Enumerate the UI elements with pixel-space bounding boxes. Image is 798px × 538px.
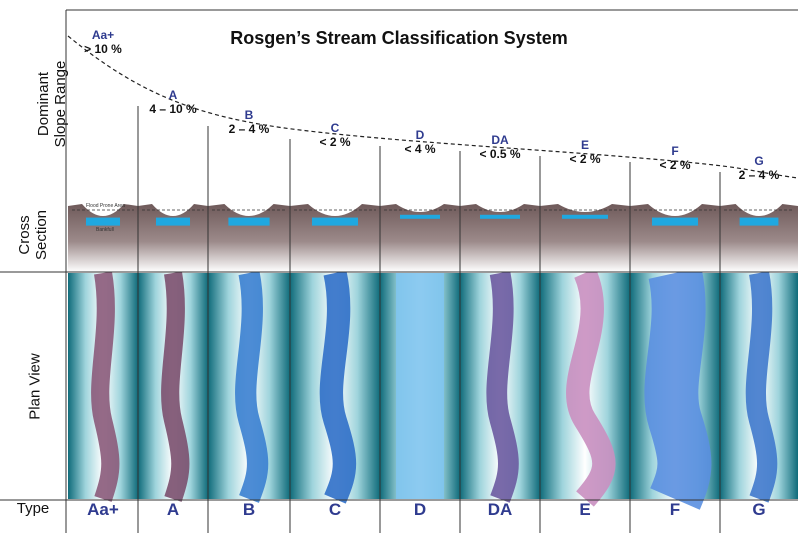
slope-range-value: > 10 % xyxy=(84,42,122,56)
slope-range-value: < 2 % xyxy=(319,135,351,149)
cross-section-water xyxy=(400,214,440,219)
cross-section-ground xyxy=(540,204,630,272)
slope-range-value: < 2 % xyxy=(659,158,691,172)
cross-section-water xyxy=(312,217,358,226)
slope-label: E< 2 % xyxy=(549,138,621,166)
slope-label-line1: Dominant xyxy=(35,71,52,137)
slope-range-value: < 4 % xyxy=(404,142,436,156)
slope-label: F< 2 % xyxy=(639,144,711,172)
cross-section-ground xyxy=(380,204,460,272)
slope-range-value: 2 – 4 % xyxy=(738,168,780,182)
stream-type-da: DA xyxy=(487,500,513,519)
stream-type-f: F xyxy=(669,500,681,519)
stream-type-g: G xyxy=(752,500,766,519)
slope-type-code: A xyxy=(168,88,178,102)
plan-view-channel xyxy=(566,268,616,507)
plan-view-row-label: Plan View xyxy=(26,353,44,420)
cross-section-water xyxy=(228,217,270,226)
plan-view-channel xyxy=(644,267,712,510)
cross-section-ground xyxy=(68,204,138,272)
grid-lines xyxy=(0,9,798,533)
plan-view-channel xyxy=(161,271,190,502)
stream-type-c: C xyxy=(328,500,342,519)
slope-type-code: G xyxy=(754,154,764,168)
cross-section-water xyxy=(652,217,698,226)
stream-type-d: D xyxy=(413,500,427,519)
plan-view-channel xyxy=(486,271,519,503)
slope-range-value: 4 – 10 % xyxy=(149,102,197,116)
cross-label-line1: Cross xyxy=(16,215,33,255)
cross-section-water xyxy=(562,214,608,219)
cross-section-ground xyxy=(630,204,720,272)
stream-type-aaplus: Aa+ xyxy=(87,500,119,519)
plan-view-channel xyxy=(91,271,120,502)
slope-label: D< 4 % xyxy=(384,128,456,156)
cross-section-ground xyxy=(138,204,208,272)
cross-section-water xyxy=(480,214,520,219)
bankfull-note: Bankfull xyxy=(96,227,114,233)
stream-type-b: B xyxy=(242,500,256,519)
slope-type-code: DA xyxy=(491,133,509,147)
cross-section-ground xyxy=(290,204,380,272)
cross-section-row-label: Cross Section xyxy=(16,200,50,270)
slope-type-code: C xyxy=(330,121,340,135)
diagram-title: Rosgen’s Stream Classification System xyxy=(230,28,568,48)
slope-label-line2: Slope Range xyxy=(52,60,69,148)
slope-range-value: 2 – 4 % xyxy=(228,122,270,136)
slope-label: Aa+> 10 % xyxy=(67,28,139,56)
slope-type-code: E xyxy=(580,138,589,152)
slope-range-value: < 2 % xyxy=(569,152,601,166)
plan-view-channel xyxy=(235,270,269,503)
slope-type-code: B xyxy=(244,108,254,122)
stream-type-a: A xyxy=(166,500,180,519)
cross-section-ground xyxy=(460,204,540,272)
slope-type-code: F xyxy=(671,144,679,158)
slope-range-value: < 0.5 % xyxy=(479,147,521,161)
slope-type-code: D xyxy=(415,128,425,142)
cross-section-ground xyxy=(208,204,290,272)
cross-section-water xyxy=(156,217,190,226)
plan-view-channel xyxy=(319,270,357,504)
slope-curve xyxy=(67,35,798,179)
slope-row-label: Dominant Slope Range xyxy=(35,44,69,164)
slope-label: C< 2 % xyxy=(299,121,371,149)
stream-type-e: E xyxy=(579,500,591,519)
slope-type-code: Aa+ xyxy=(91,28,115,42)
plan-view-panels xyxy=(68,267,798,510)
type-row-label: Type xyxy=(16,500,50,517)
cross-label-line2: Section xyxy=(33,209,50,261)
plan-view-channel xyxy=(745,271,778,503)
cross-section-water xyxy=(86,217,120,226)
cross-section-ground xyxy=(720,204,798,272)
slope-label: DA< 0.5 % xyxy=(464,133,536,161)
flood-prone-note: Flood Prone Area xyxy=(86,203,125,209)
cross-section-water xyxy=(739,217,779,226)
